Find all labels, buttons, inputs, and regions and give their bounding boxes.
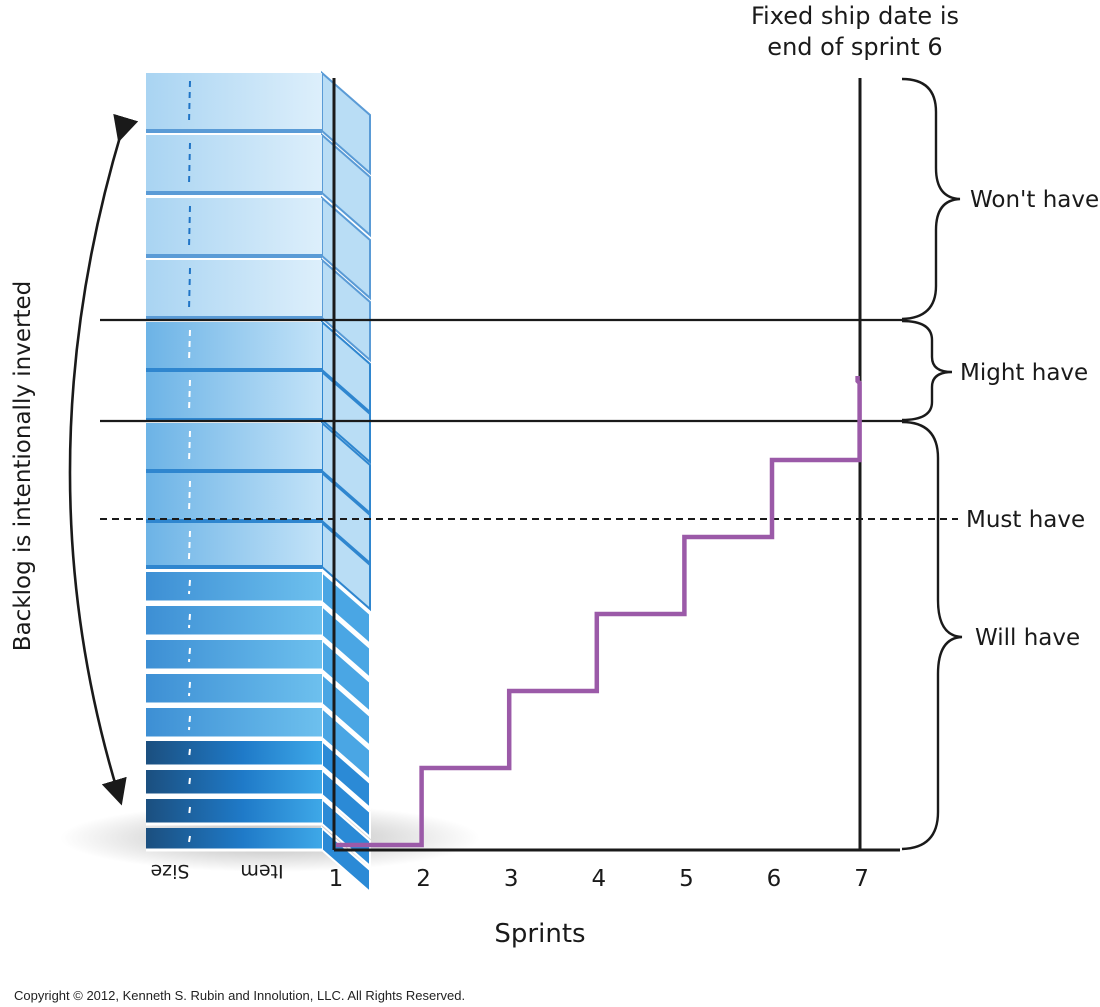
will-have-brace — [901, 420, 963, 851]
will-have-label: Will have — [975, 625, 1080, 651]
copyright-notice: Copyright © 2012, Kenneth S. Rubin and I… — [14, 988, 466, 1003]
backlog-item-front — [146, 73, 322, 131]
backlog-size-divider — [188, 806, 191, 817]
backlog-size-label: Size — [150, 860, 189, 882]
backlog-size-divider — [188, 579, 191, 595]
backlog-size-divider — [188, 613, 191, 629]
backlog-item-front — [146, 606, 322, 636]
backlog-size-divider — [188, 530, 191, 560]
x-axis-tick-label: 3 — [504, 866, 519, 892]
backlog-item-front — [146, 473, 322, 521]
x-axis-tick-label: 7 — [854, 866, 869, 892]
ship-date-label-line1: Fixed ship date is — [751, 2, 959, 30]
must-have-label: Must have — [966, 507, 1085, 533]
backlog-size-divider — [188, 379, 191, 413]
x-axis-tick-label: 2 — [416, 866, 431, 892]
x-axis-tick-label: 1 — [329, 866, 344, 892]
backlog-item-block — [146, 637, 371, 715]
backlog-item-front — [146, 135, 322, 193]
backlog-item-front — [146, 198, 322, 256]
backlog-item-label: Item — [240, 860, 283, 882]
x-axis-tick-label: 5 — [679, 866, 694, 892]
backlog-size-divider — [188, 777, 191, 788]
backlog-inverted-label: Backlog is intentionally inverted — [10, 281, 36, 651]
backlog-item-front — [146, 523, 322, 567]
backlog-item-front — [146, 674, 322, 704]
backlog-item-front — [146, 741, 322, 766]
backlog-item-front — [146, 799, 322, 824]
backlog-item-front — [146, 423, 322, 471]
backlog-size-divider — [188, 480, 191, 514]
backlog-size-divider — [188, 681, 191, 697]
x-axis-ticks: 1 2 3 4 5 6 7 — [329, 866, 869, 892]
ship-date-label-line2: end of sprint 6 — [767, 33, 942, 61]
x-axis-tick-label: 4 — [591, 866, 606, 892]
might-have-label: Might have — [960, 360, 1088, 386]
backlog-item-front — [146, 572, 322, 602]
backlog-size-divider — [188, 835, 191, 843]
backlog-size-divider — [188, 329, 191, 363]
might-have-brace — [901, 319, 953, 422]
x-axis-title: Sprints — [494, 919, 585, 949]
wont-have-label: Won't have — [970, 187, 1099, 213]
backlog-size-divider — [188, 205, 191, 249]
backlog-size-divider — [188, 142, 191, 186]
backlog-size-divider — [188, 715, 191, 731]
backlog-item-front — [146, 260, 322, 318]
backlog-item-front — [146, 708, 322, 738]
x-axis-tick-label: 6 — [767, 866, 782, 892]
wont-have-brace — [901, 77, 961, 321]
backlog-size-divider — [188, 267, 191, 311]
burnup-step-line — [336, 376, 862, 848]
backlog-item-block — [146, 569, 371, 647]
backlog-size-divider — [188, 647, 191, 663]
backlog-size-divider — [188, 748, 191, 759]
inverted-backlog-arrow — [68, 113, 139, 806]
backlog-item-front — [146, 640, 322, 670]
product-backlog-stack — [146, 70, 371, 895]
backlog-size-divider — [188, 80, 191, 124]
backlog-item-front — [146, 770, 322, 795]
backlog-item-front — [146, 372, 322, 420]
backlog-item-block — [146, 420, 371, 516]
backlog-item-front — [146, 828, 322, 850]
backlog-item-front — [146, 322, 322, 370]
backlog-size-divider — [188, 430, 191, 464]
